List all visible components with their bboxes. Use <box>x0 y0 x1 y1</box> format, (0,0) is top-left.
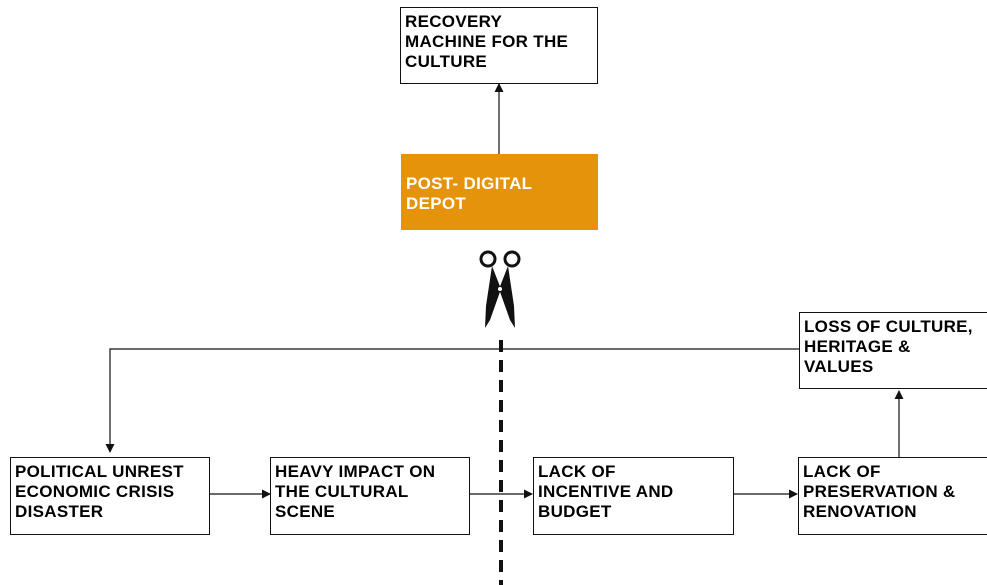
connector-loss-to-political <box>105 348 800 453</box>
scissors-icon <box>479 250 521 328</box>
node-lack-of-incentive: LACK OF INCENTIVE AND BUDGET <box>533 457 734 535</box>
node-post-digital-depot: POST- DIGITAL DEPOT <box>401 154 598 230</box>
node-heavy-impact: HEAVY IMPACT ON THE CULTURAL SCENE <box>270 457 470 535</box>
node-loss-of-culture: LOSS OF CULTURE, HERITAGE & VALUES <box>799 312 987 389</box>
node-recovery: RECOVERY MACHINE FOR THE CULTURE <box>400 7 598 84</box>
node-political-unrest: POLITICAL UNREST ECONOMIC CRISIS DISASTE… <box>10 457 210 535</box>
node-lack-of-preservation: LACK OF PRESERVATION & RENOVATION <box>798 457 987 535</box>
